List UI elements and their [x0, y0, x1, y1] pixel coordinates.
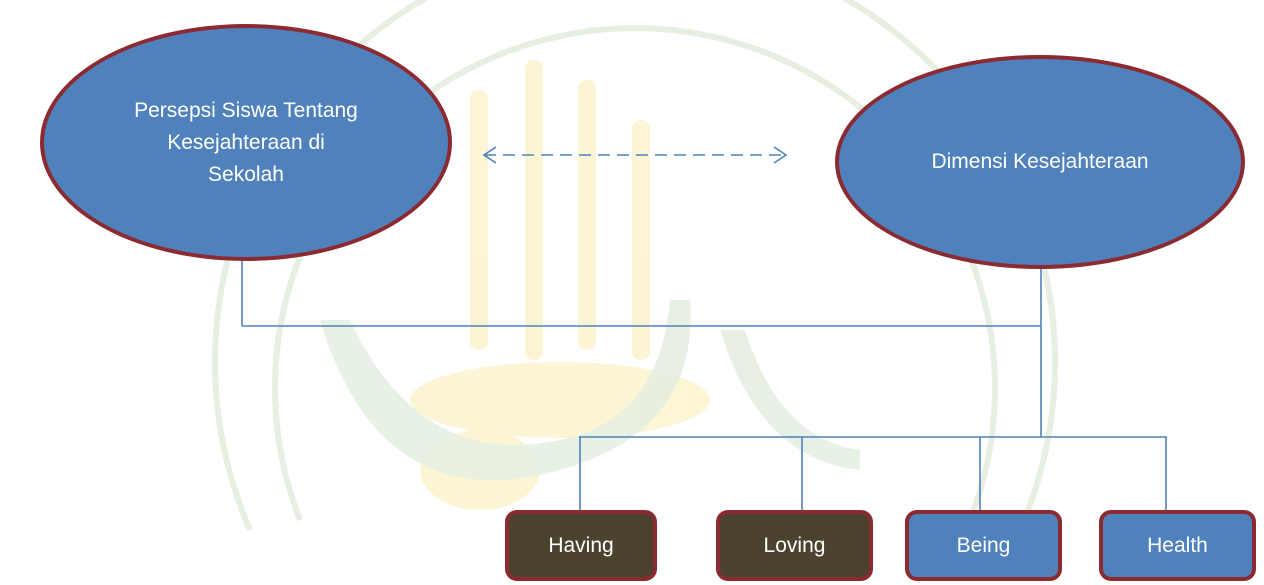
- dimension-box-having: Having: [505, 510, 657, 581]
- dimension-box-label: Health: [1147, 533, 1208, 557]
- dashed-link-left-arrowhead: [482, 146, 497, 164]
- dimension-node-label: Dimensi Kesejahteraan: [931, 150, 1149, 173]
- dimension-node: Dimensi Kesejahteraan: [835, 55, 1245, 269]
- dimension-box-being: Being: [905, 510, 1062, 581]
- perception-node: Persepsi Siswa Tentang Kesejahteraan di …: [40, 24, 452, 261]
- dimension-box-label: Having: [548, 533, 614, 557]
- perception-node-label: Persepsi Siswa Tentang Kesejahteraan di …: [134, 98, 358, 186]
- dimension-box-loving: Loving: [716, 510, 873, 581]
- dashed-link-right-arrowhead: [773, 146, 788, 164]
- dimension-box-health: Health: [1099, 510, 1256, 581]
- dimension-box-label: Being: [956, 533, 1011, 557]
- watermark-calligraphy-shadow: [320, 300, 860, 480]
- dimension-box-label: Loving: [763, 533, 826, 557]
- watermark-seal-ring: [212, 0, 1058, 532]
